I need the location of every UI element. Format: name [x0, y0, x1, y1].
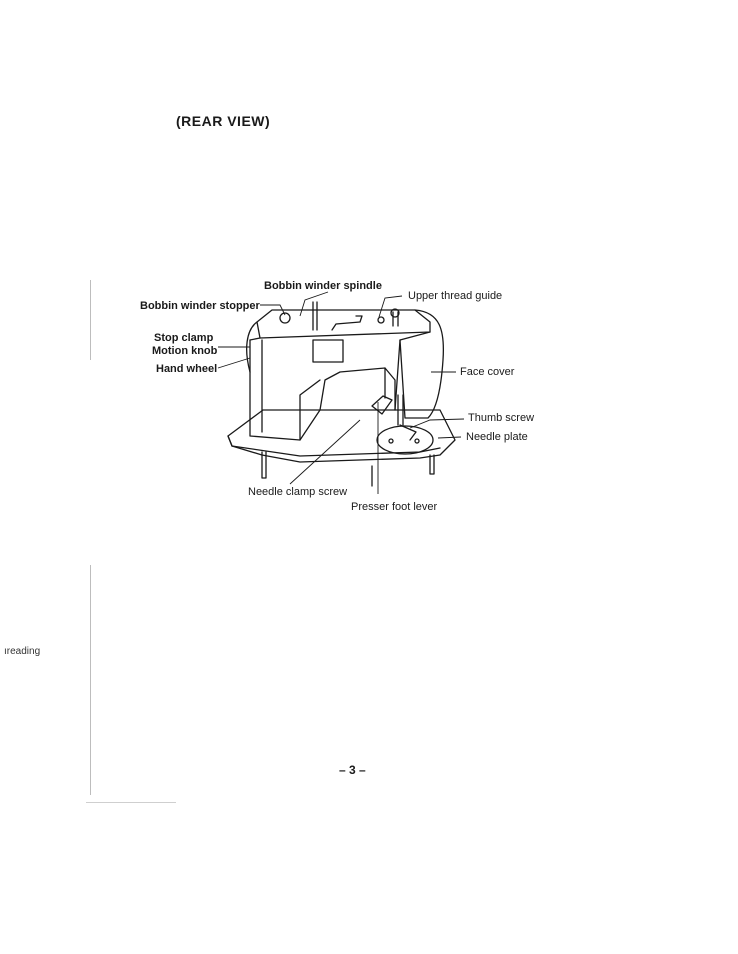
margin-text-fragment: ıreading	[4, 646, 41, 657]
label-needle-plate: Needle plate	[466, 431, 528, 443]
presser-lever	[371, 395, 393, 415]
page-heading: (REAR VIEW)	[176, 113, 271, 129]
margin-rule-upper	[90, 280, 91, 360]
label-hand-wheel: Hand wheel	[156, 363, 218, 375]
label-stop-clamp: Stop clamp	[154, 332, 214, 344]
margin-rule-lower	[90, 565, 91, 795]
page-number: – 3 –	[339, 763, 366, 777]
carry-handle	[331, 315, 363, 331]
bobbin-cover	[376, 425, 434, 455]
bobbin-stopper	[279, 312, 291, 324]
label-presser-foot-lever: Presser foot lever	[351, 501, 438, 513]
label-thumb-screw: Thumb screw	[468, 412, 535, 424]
bobbin-spindle	[312, 301, 318, 331]
label-upper-thread-guide: Upper thread guide	[408, 290, 503, 302]
hand-wheel	[246, 321, 258, 373]
needle-bar	[397, 394, 404, 426]
name-plate	[312, 339, 344, 363]
machine-leg-right	[429, 454, 435, 475]
label-motion-knob: Motion knob	[152, 345, 218, 357]
machine-column	[249, 339, 396, 441]
machine-leg-left	[261, 451, 267, 479]
label-needle-clamp-screw: Needle clamp screw	[248, 486, 348, 498]
label-bobbin-winder-stopper: Bobbin winder stopper	[140, 300, 260, 312]
machine-head	[399, 309, 445, 419]
scan-artifact-line	[86, 802, 176, 803]
label-bobbin-winder-spindle: Bobbin winder spindle	[264, 280, 382, 292]
thread-guide-post	[392, 311, 399, 327]
label-face-cover: Face cover	[460, 366, 515, 378]
